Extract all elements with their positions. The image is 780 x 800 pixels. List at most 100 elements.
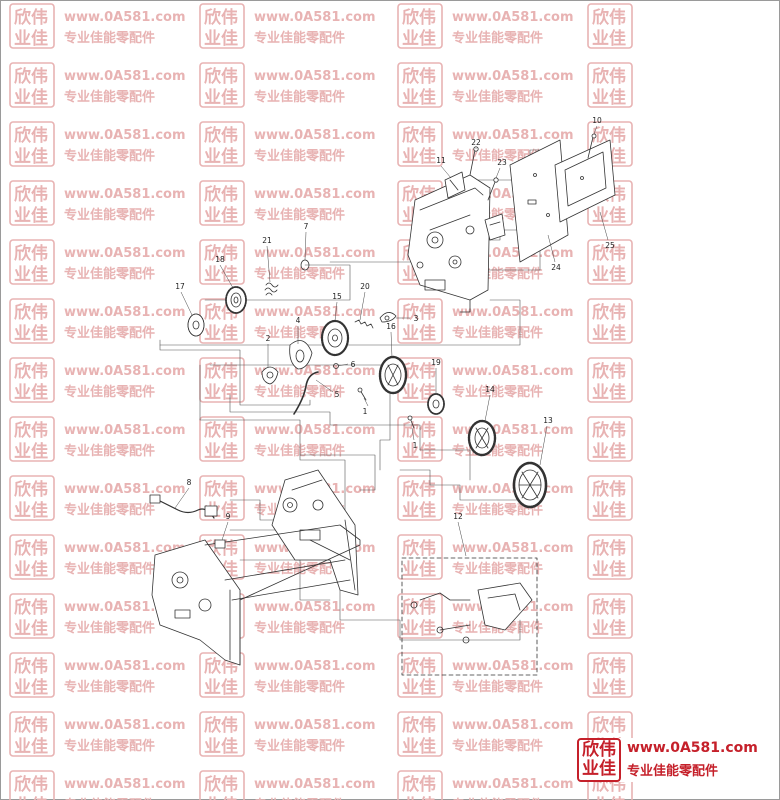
callout-9: 9 [226,512,231,521]
watermark-logo-top: 欣伟 [14,66,48,87]
watermark-url: www.0A581.com [452,659,574,674]
watermark-logo-bottom: 业佳 [204,382,238,403]
watermark-logo-top: 欣伟 [14,302,48,323]
watermark-logo-top: 欣伟 [402,125,436,146]
watermark-logo-bottom: 业佳 [402,736,436,757]
watermark-logo-top: 欣伟 [592,125,626,146]
bracket-small [484,213,506,241]
watermark-logo-bottom: 业佳 [402,146,436,167]
callout-10: 10 [592,116,602,125]
watermark-url: www.0A581.com [64,423,186,438]
watermark-slogan: 专业佳能零配件 [254,738,345,754]
watermark-logo-top: 欣伟 [402,479,436,500]
brand-slogan: 专业佳能零配件 [627,764,719,779]
watermark-logo-box [9,416,55,462]
watermark-slogan: 专业佳能零配件 [64,266,155,282]
holder-2 [261,366,279,385]
watermark-logo-box [397,62,443,108]
watermark-logo-bottom: 业佳 [402,559,436,580]
watermark-logo-top: 欣伟 [14,7,48,28]
watermark-logo-bottom: 业佳 [204,736,238,757]
watermark-logo-box [397,711,443,757]
watermark-logo-bottom: 业佳 [204,146,238,167]
callout-leaders [174,125,609,557]
sub-assembly-12 [401,557,538,676]
screw-22 [469,146,479,176]
callout-15: 15 [332,292,342,301]
watermark-logo-top: 欣伟 [402,774,436,795]
watermark-logo-top: 欣伟 [402,715,436,736]
gear-17 [187,313,205,337]
watermark-slogan: 专业佳能零配件 [254,30,345,46]
watermark-logo-bottom: 业佳 [402,28,436,49]
pin-1a [357,387,367,401]
watermark-slogan: 专业佳能零配件 [254,207,345,223]
watermark-logo-bottom: 业佳 [204,264,238,285]
watermark-logo-box [199,475,245,521]
plate-25 [554,139,616,223]
watermark-url: www.0A581.com [254,69,376,84]
callout-1a: 1 [363,407,368,416]
watermark-slogan: 专业佳能零配件 [452,502,543,518]
watermark-url: www.0A581.com [254,246,376,261]
watermark-slogan: 专业佳能零配件 [254,266,345,282]
watermark-slogan: 专业佳能零配件 [254,561,345,577]
watermark-logo-top: 欣伟 [14,656,48,677]
watermark-logo-box [9,711,55,757]
watermark-logo-box [397,121,443,167]
link-5 [293,371,319,415]
watermark-logo-bottom: 业佳 [592,382,626,403]
watermark-logo-top: 欣伟 [592,7,626,28]
watermark-logo-top: 欣伟 [14,479,48,500]
watermark-logo-box [9,121,55,167]
watermark-url: www.0A581.com [254,305,376,320]
callout-labels: 1 1 2 3 4 5 6 7 8 9 10 11 12 13 14 15 16… [175,116,615,521]
callout-4: 4 [296,316,301,325]
callout-23: 23 [497,158,507,167]
watermark-slogan: 专业佳能零配件 [254,384,345,400]
watermark-logo-top: 欣伟 [592,243,626,264]
callout-7: 7 [304,222,309,231]
watermark-slogan: 专业佳能零配件 [64,502,155,518]
watermark-slogan: 专业佳能零配件 [64,207,155,223]
watermark-logo-bottom: 业佳 [592,264,626,285]
watermark-logo-box [199,416,245,462]
watermark-logo-box [9,770,55,800]
watermark-url: www.0A581.com [452,128,574,143]
watermark-logo-bottom: 业佳 [14,87,48,108]
plate-24 [509,139,569,263]
watermark-logo-top: 欣伟 [592,420,626,441]
watermark-logo-top: 欣伟 [592,479,626,500]
watermark-slogan: 专业佳能零配件 [452,384,543,400]
gear-16 [378,355,408,395]
gear-13 [512,461,548,509]
watermark-slogan: 专业佳能零配件 [64,384,155,400]
watermark-logo-bottom: 业佳 [592,500,626,521]
watermark-logo-bottom: 业佳 [402,618,436,639]
watermark-url: www.0A581.com [64,482,186,497]
watermark-logo-bottom: 业佳 [592,205,626,226]
watermark-logo-top: 欣伟 [14,243,48,264]
watermark-logo-box [199,770,245,800]
watermark-url: www.0A581.com [64,69,186,84]
watermark-logo-bottom: 业佳 [592,559,626,580]
watermark-logo-bottom: 业佳 [14,736,48,757]
watermark-logo-box [199,711,245,757]
watermark-url: www.0A581.com [64,305,186,320]
watermark-url: www.0A581.com [452,69,574,84]
callout-20: 20 [360,282,370,291]
watermark-logo-top: 欣伟 [592,715,626,736]
callout-8: 8 [187,478,192,487]
callout-3: 3 [414,314,419,323]
watermark-slogan: 专业佳能零配件 [64,797,155,800]
watermark-logo-bottom: 业佳 [204,87,238,108]
